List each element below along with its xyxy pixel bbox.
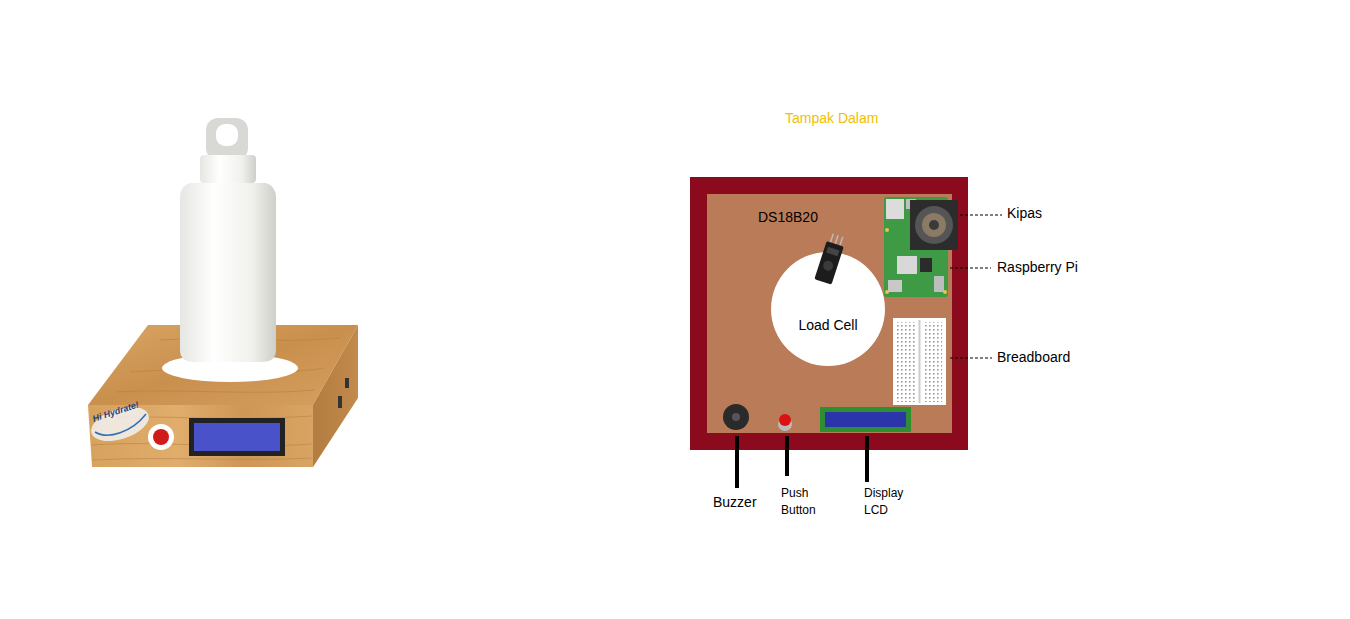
ds18b20-module	[810, 230, 850, 290]
part-name: Kipas	[1007, 205, 1042, 222]
part-name: Buzzer	[713, 494, 757, 511]
node-label: Load Cell	[798, 317, 857, 333]
view-title: Tampak Dalam	[785, 110, 878, 127]
part-name: Display LCD	[864, 485, 914, 519]
part-name: DS18B20	[758, 209, 818, 226]
part-name: Breadboard	[997, 349, 1070, 366]
part-name: Raspberry Pi	[997, 259, 1078, 276]
part-name: Push Button	[781, 485, 827, 519]
